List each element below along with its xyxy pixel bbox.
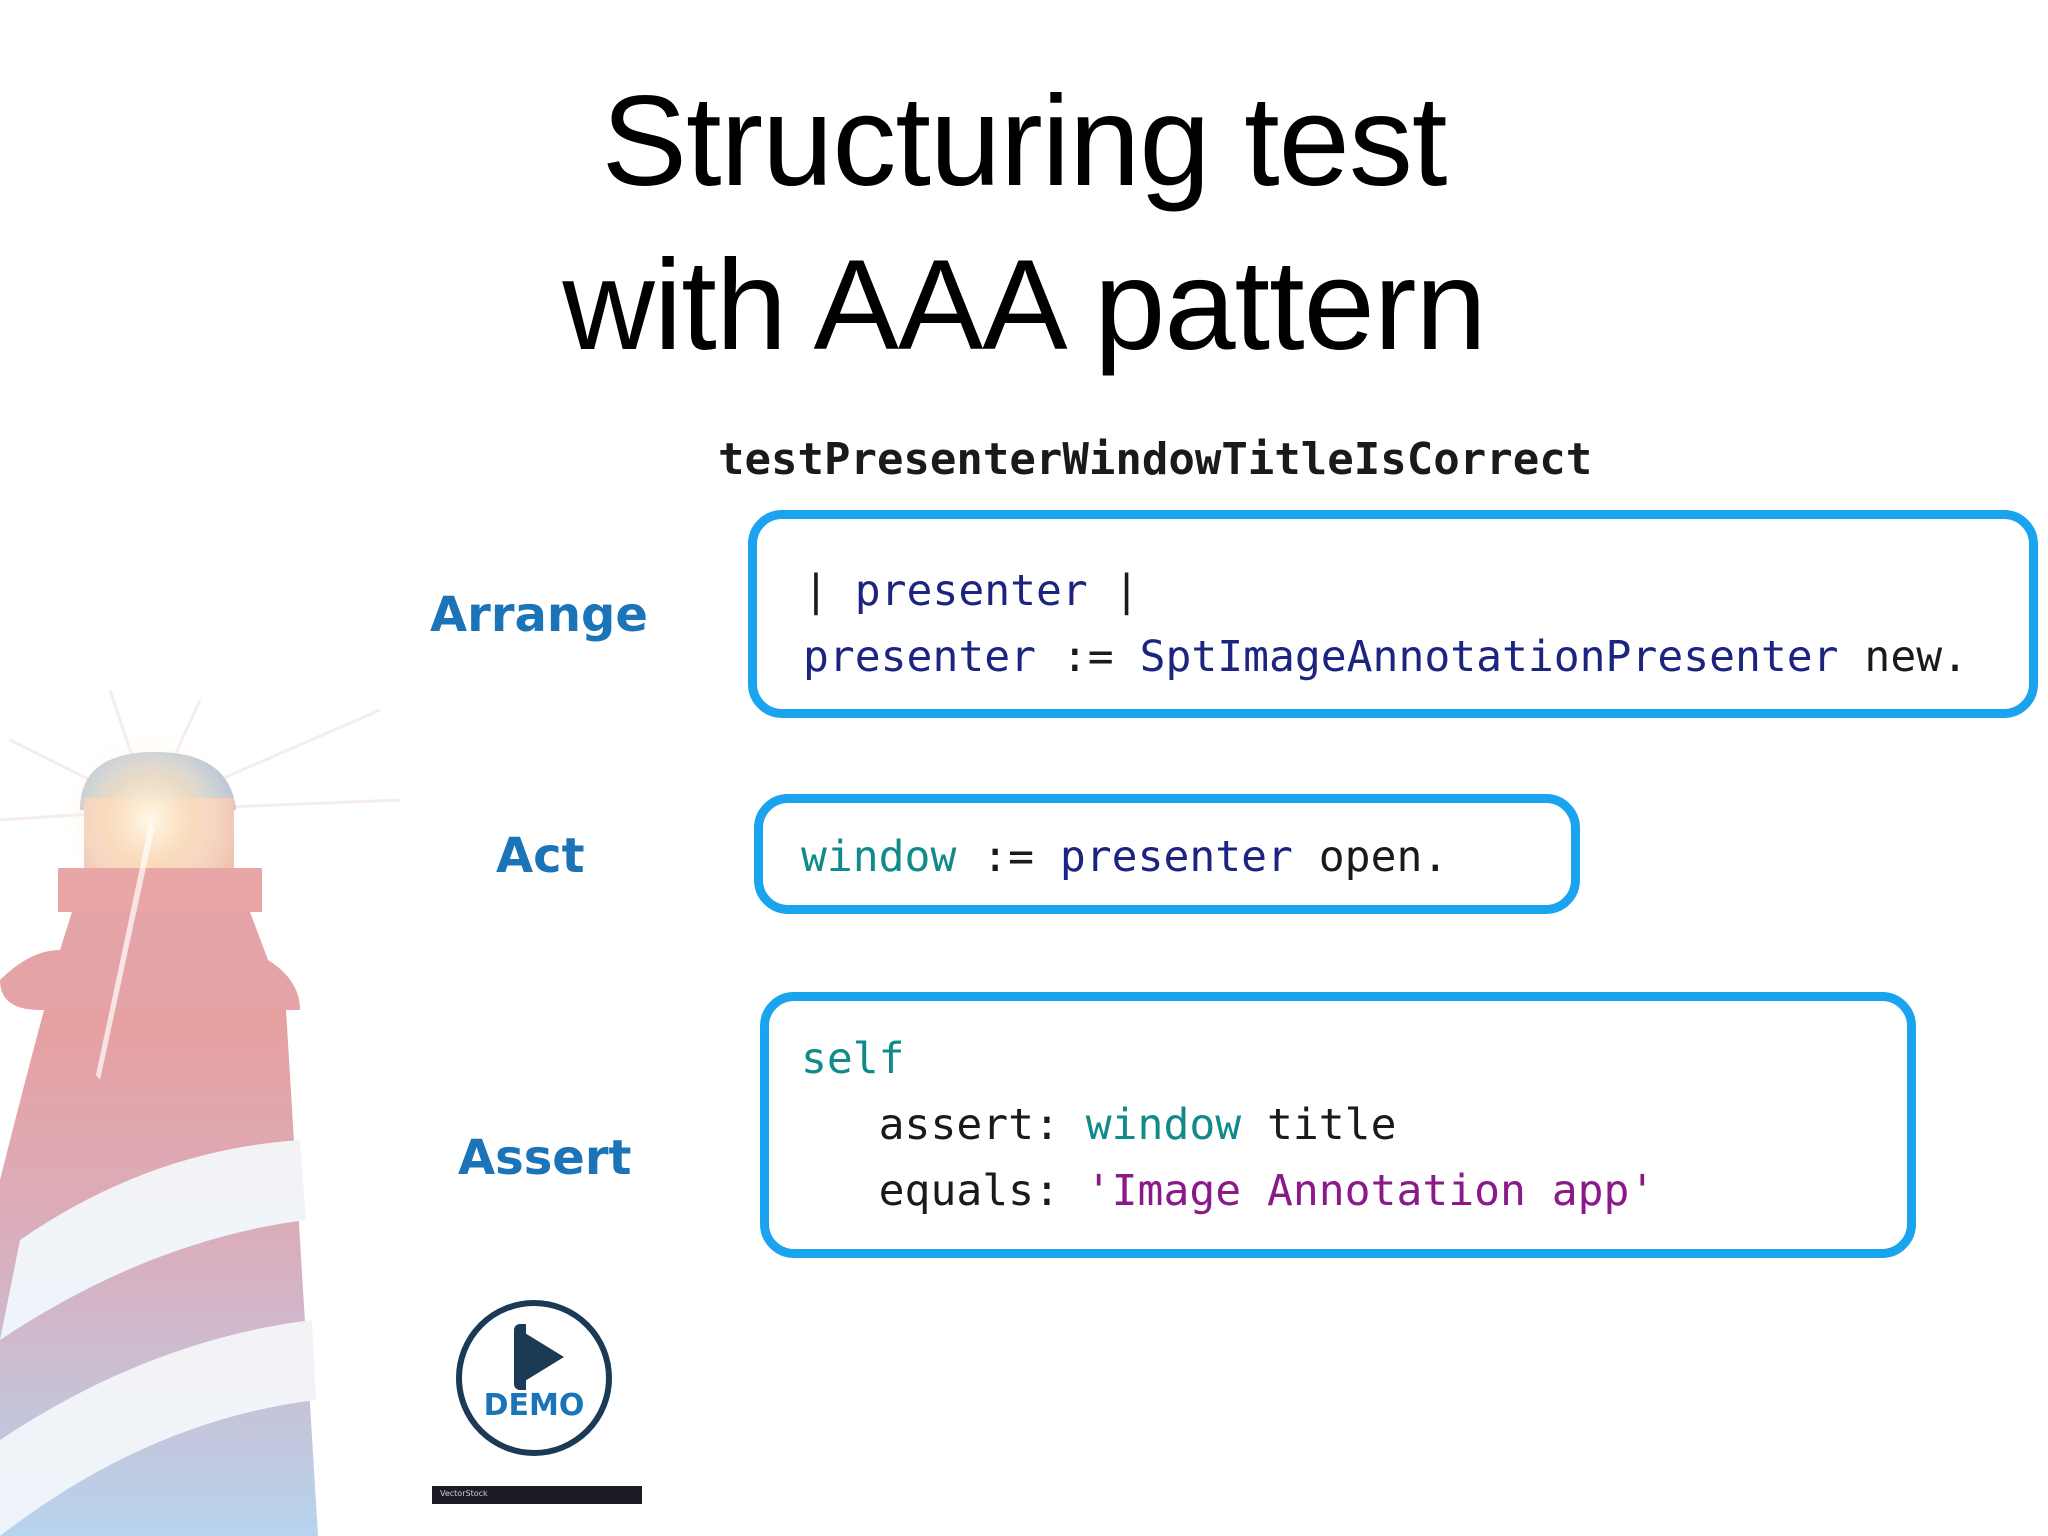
code-token: assert: [801, 1100, 1086, 1150]
code-token: equals: [801, 1166, 1086, 1216]
assert-code-line-3: equals: 'Image Annotation app' [801, 1163, 1656, 1219]
code-token: | [803, 566, 855, 616]
slide-title-line-1: Structuring test [601, 70, 1448, 213]
watermark-text: VectorStock [440, 1489, 488, 1498]
arrange-code-box: | presenter | presenter := SptImageAnnot… [748, 510, 2038, 718]
code-token: title [1241, 1100, 1397, 1150]
code-token: presenter [854, 566, 1088, 616]
code-token: presenter [803, 632, 1036, 682]
code-token: | [1087, 566, 1140, 616]
code-token: SptImageAnnotationPresenter [1139, 632, 1839, 682]
slide-title-line-2: with AAA pattern [562, 234, 1486, 377]
assert-code-box: self assert: window title equals: 'Image… [760, 992, 1916, 1258]
arrange-code-line-1: | presenter | [803, 563, 1140, 619]
slide-title: Structuring test with AAA pattern [0, 60, 2048, 388]
code-token: open. [1292, 832, 1449, 882]
code-token: 'Image Annotation app' [1085, 1166, 1656, 1216]
code-token: window [1085, 1100, 1242, 1150]
assert-code-line-2: assert: window title [801, 1097, 1397, 1153]
code-token: window [801, 832, 957, 882]
code-token: := [956, 832, 1060, 882]
play-icon [520, 1330, 564, 1384]
test-method-name: testPresenterWindowTitleIsCorrect [718, 434, 1593, 485]
demo-label: DEMO [483, 1388, 585, 1423]
assert-label: Assert [458, 1130, 632, 1186]
code-token: presenter [1059, 832, 1293, 882]
arrange-code-line-2: presenter := SptImageAnnotationPresenter… [803, 629, 1968, 685]
act-label: Act [496, 828, 585, 884]
code-token: self [801, 1034, 905, 1084]
act-code-line-1: window := presenter open. [801, 829, 1448, 885]
demo-button[interactable]: DEMO [456, 1300, 616, 1460]
assert-code-line-1: self [801, 1031, 905, 1087]
lighthouse-logo-icon [0, 689, 401, 1536]
arrange-label: Arrange [430, 587, 648, 643]
code-token: new. [1838, 632, 1968, 682]
watermark-bar: VectorStock [432, 1486, 642, 1504]
act-code-box: window := presenter open. [754, 794, 1580, 914]
code-token: := [1036, 632, 1140, 682]
